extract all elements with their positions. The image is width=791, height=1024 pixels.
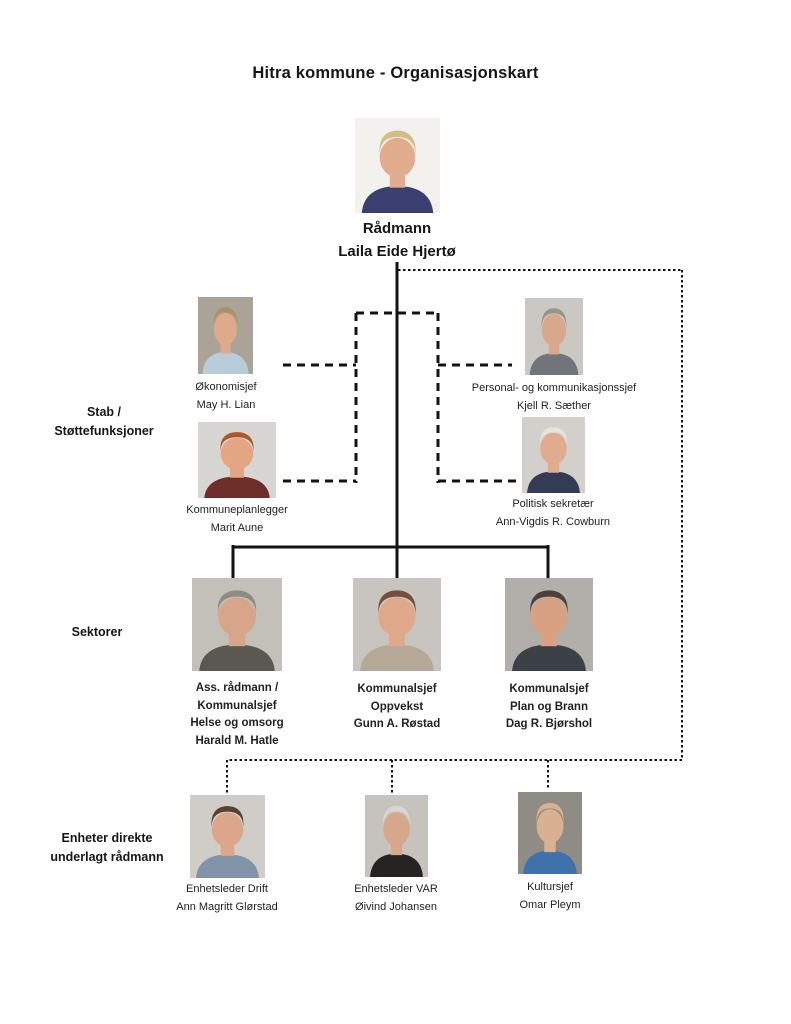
person-portrait-icon — [190, 795, 265, 878]
person-name: Ann-Vigdis R. Cowburn — [495, 515, 611, 528]
caption-helse: Ass. rådmann / Kommunalsjef Helse og oms… — [122, 680, 352, 750]
person-role: Oppvekst — [370, 700, 424, 713]
person-role: Kommunalsjef — [357, 683, 437, 695]
photo-okonomisjef — [198, 297, 253, 374]
photo-plan — [505, 578, 593, 671]
person-name: Gunn A. Røstad — [353, 718, 441, 730]
person-portrait-icon — [518, 792, 582, 874]
caption-var: Enhetsleder VAR Øivind Johansen — [281, 881, 511, 916]
person-portrait-icon — [198, 422, 276, 498]
photo-radmann — [355, 118, 440, 213]
caption-personal: Personal- og kommunikasjonssjef Kjell R.… — [439, 380, 669, 415]
person-name: Kjell R. Sæther — [517, 399, 591, 412]
person-portrait-icon — [522, 417, 585, 493]
caption-politisk: Politisk sekretær Ann-Vigdis R. Cowburn — [438, 496, 668, 531]
person-role: Kommuneplanlegger — [186, 504, 288, 516]
caption-drift: Enhetsleder Drift Ann Magritt Glørstad — [112, 881, 342, 916]
person-name: Marit Aune — [210, 521, 264, 534]
person-role: Enhetsleder VAR — [354, 883, 438, 895]
person-role: Kommunalsjef — [509, 683, 589, 695]
person-name: Omar Pleym — [519, 898, 581, 911]
person-portrait-icon — [365, 795, 428, 877]
chart-title: Hitra kommune - Organisasjonskart — [252, 64, 539, 82]
caption-kommuneplanlegger: Kommuneplanlegger Marit Aune — [122, 502, 352, 537]
person-name: Øivind Johansen — [355, 900, 437, 913]
caption-plan: Kommunalsjef Plan og Brann Dag R. Bjørsh… — [434, 681, 664, 734]
person-name: Dag R. Bjørshol — [505, 718, 593, 730]
caption-okonomisjef: Økonomisjef May H. Lian — [111, 379, 341, 414]
group-label-stab: Stab / Støttefunksjoner — [54, 405, 154, 438]
caption-radmann: Rådmann Laila Eide Hjertø — [282, 217, 512, 263]
photo-kultur — [518, 792, 582, 874]
caption-kultur: Kultursjef Omar Pleym — [435, 879, 665, 914]
person-role: Helse og omsorg — [190, 717, 284, 729]
person-role: Kommunalsjef — [197, 699, 277, 712]
person-name: Laila Eide Hjertø — [338, 243, 456, 260]
photo-personal — [525, 298, 583, 375]
person-portrait-icon — [525, 298, 583, 375]
photo-helse — [192, 578, 282, 671]
photo-politisk — [522, 417, 585, 493]
person-role: Ass. rådmann / — [195, 682, 279, 694]
person-role: Plan og Brann — [510, 700, 588, 713]
person-role: Rådmann — [362, 220, 432, 237]
person-portrait-icon — [198, 297, 253, 374]
person-portrait-icon — [505, 578, 593, 671]
person-portrait-icon — [192, 578, 282, 671]
photo-oppvekst — [353, 578, 441, 671]
person-role: Politisk sekretær — [512, 498, 594, 510]
caption-oppvekst: Kommunalsjef Oppvekst Gunn A. Røstad — [282, 681, 512, 734]
photo-var — [365, 795, 428, 877]
group-label-enheter: Enheter direkte underlagt rådmann — [50, 831, 164, 864]
person-portrait-icon — [355, 118, 440, 213]
person-role: Personal- og kommunikasjonssjef — [471, 382, 637, 394]
person-name: Harald M. Hatle — [195, 734, 279, 747]
person-role: Kultursjef — [527, 881, 573, 893]
group-label-sektorer: Sektorer — [71, 625, 123, 639]
photo-kommuneplanlegger — [198, 422, 276, 498]
person-role: Enhetsleder Drift — [186, 883, 268, 895]
person-name: May H. Lian — [196, 398, 256, 411]
person-portrait-icon — [353, 578, 441, 671]
person-name: Ann Magritt Glørstad — [176, 900, 278, 913]
photo-drift — [190, 795, 265, 878]
person-role: Økonomisjef — [195, 381, 257, 393]
